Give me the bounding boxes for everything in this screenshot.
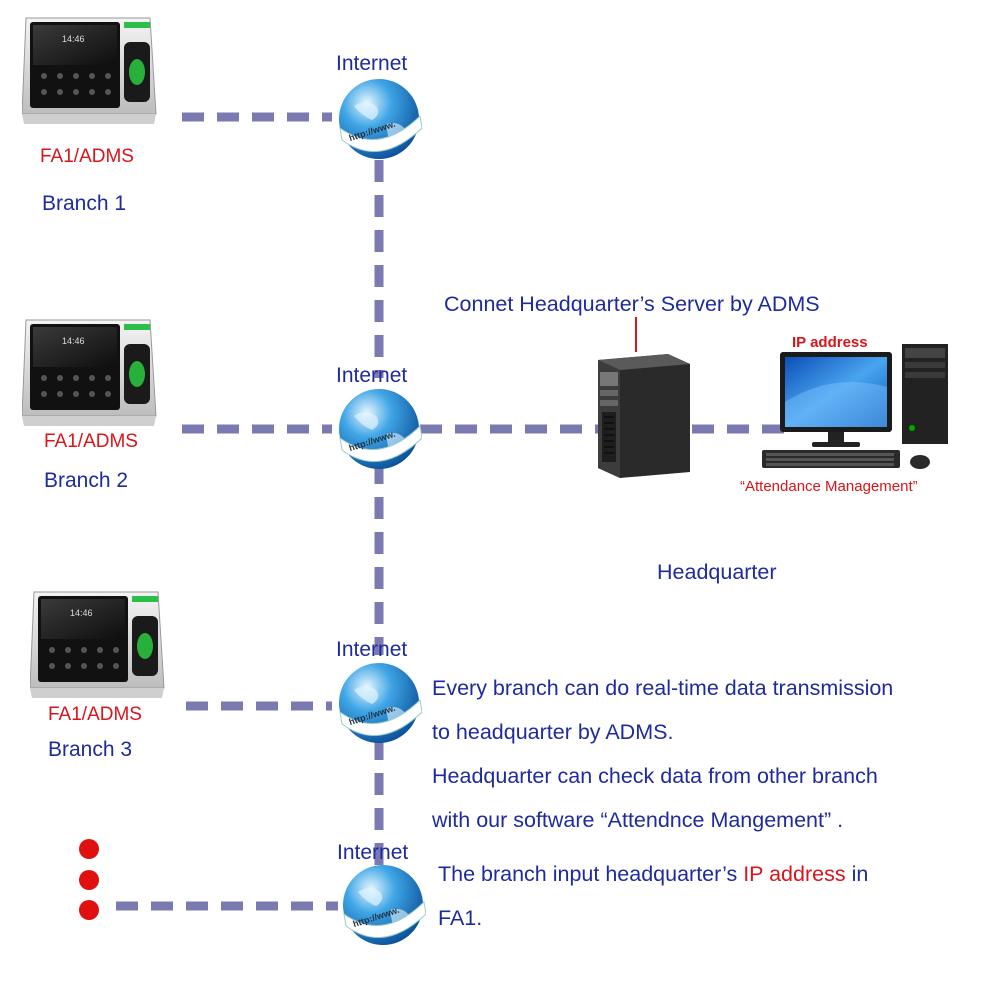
note-line-4: with our software “Attendnce Mangement” … (432, 808, 844, 832)
attendance-device-branch-3: 14:46 (30, 588, 166, 698)
note-line-3: Headquarter can check data from other br… (432, 764, 878, 788)
device-screen-time: 14:46 (62, 336, 85, 346)
server-tower (590, 350, 694, 480)
device-screen-time: 14:46 (70, 608, 93, 618)
note-line-2: to headquarter by ADMS. (432, 720, 674, 744)
internet-label-3: Internet (336, 638, 408, 661)
internet-globe-2: http://www. (336, 386, 422, 472)
note-line-5: The branch input headquarter’s IP addres… (438, 862, 869, 886)
internet-label-1: Internet (336, 52, 408, 75)
ellipsis-dot-3 (79, 900, 99, 920)
branch-3-name: Branch 3 (48, 738, 133, 761)
software-label: “Attendance Management” (740, 478, 918, 495)
device-screen-time: 14:46 (62, 34, 85, 44)
internet-globe-4: http://www. (340, 862, 426, 948)
branch-1-model: FA1/ADMS (40, 146, 134, 167)
internet-label-2: Internet (336, 364, 408, 387)
note-ip-highlight: IP address (743, 862, 846, 886)
ellipsis-dot-1 (79, 839, 99, 859)
branch-2-name: Branch 2 (44, 469, 129, 492)
branch-2-model: FA1/ADMS (44, 431, 138, 452)
note-line-1: Every branch can do real-time data trans… (432, 676, 894, 700)
attendance-device-branch-2: 14:46 (22, 316, 158, 426)
branch-3-model: FA1/ADMS (48, 704, 142, 725)
internet-label-4: Internet (337, 841, 409, 864)
attendance-device-branch-1: 14:46 (22, 14, 158, 124)
note-line-5-pre: The branch input headquarter’s (438, 862, 744, 886)
ellipsis-dot-2 (79, 870, 99, 890)
server-caption: Connet Headquarter’s Server by ADMS (444, 292, 820, 316)
internet-globe-1: http://www. (336, 76, 422, 162)
branch-1-name: Branch 1 (42, 192, 127, 215)
internet-globe-3: http://www. (336, 660, 422, 746)
note-line-5-post: in (845, 862, 869, 886)
headquarter-title: Headquarter (657, 560, 777, 584)
ip-address-label: IP address (792, 334, 868, 351)
note-line-6: FA1. (438, 906, 483, 930)
pc-workstation (762, 342, 952, 474)
